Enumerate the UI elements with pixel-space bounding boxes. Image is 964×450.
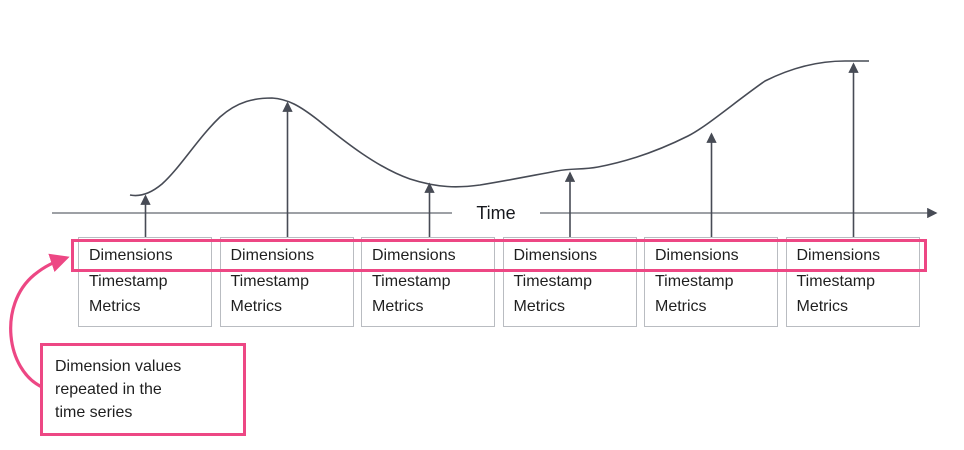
annotation-arrow	[9, 253, 70, 389]
record-timestamp-label: Timestamp	[655, 272, 734, 290]
record-timestamp-label: Timestamp	[372, 272, 451, 290]
annotation-line: time series	[55, 404, 133, 421]
record-metrics-label: Metrics	[513, 298, 566, 315]
record-card: Dimensions Timestamp Metrics	[502, 237, 637, 327]
time-axis-label: Time	[452, 200, 540, 226]
record-metrics-label: Metrics	[372, 298, 424, 315]
record-card: Dimensions Timestamp Metrics	[78, 237, 212, 327]
record-card: Dimensions Timestamp Metrics	[785, 237, 920, 327]
record-timestamp-label: Timestamp	[796, 272, 876, 290]
record-dimensions-label: Dimensions	[796, 247, 881, 264]
record-metrics-label: Metrics	[230, 298, 283, 315]
record-dimensions-label: Dimensions	[372, 247, 456, 264]
record-timestamp-label: Timestamp	[89, 272, 168, 290]
annotation-line: Dimension values	[55, 358, 182, 375]
record-dimensions-label: Dimensions	[230, 247, 315, 264]
record-dimensions-label: Dimensions	[513, 247, 598, 264]
annotation-line: repeated in the	[55, 381, 162, 398]
record-metrics-label: Metrics	[89, 298, 141, 315]
time-series-curve	[129, 60, 869, 197]
record-dimensions-label: Dimensions	[655, 247, 739, 264]
record-timestamp-label: Timestamp	[513, 272, 593, 290]
record-dimensions-label: Dimensions	[89, 247, 173, 264]
record-card: Dimensions Timestamp Metrics	[361, 237, 495, 327]
record-metrics-label: Metrics	[796, 298, 849, 315]
record-card: Dimensions Timestamp Metrics	[644, 237, 778, 327]
dimensions-row-highlight	[71, 239, 927, 272]
annotation-note: Dimension values repeated in the time se…	[40, 343, 246, 436]
record-metrics-label: Metrics	[655, 298, 707, 315]
record-timestamp-label: Timestamp	[230, 272, 310, 290]
record-card: Dimensions Timestamp Metrics	[219, 237, 354, 327]
